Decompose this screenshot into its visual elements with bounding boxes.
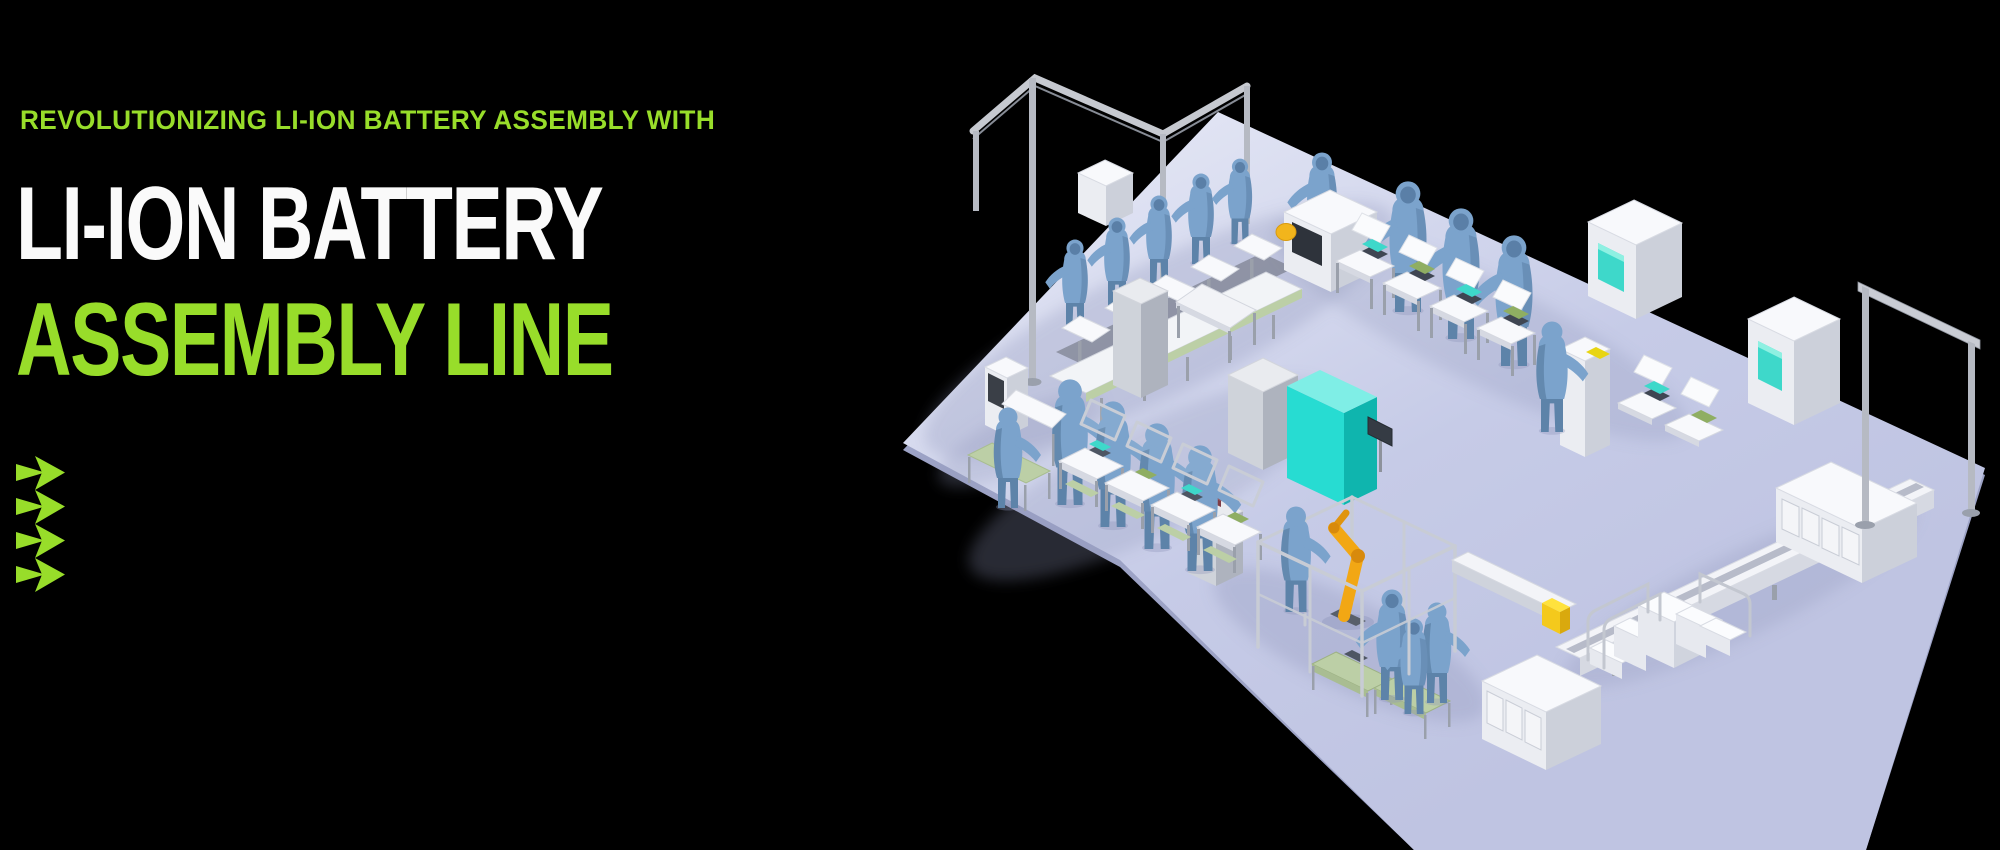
hero-eyebrow: REVOLUTIONIZING LI-ION BATTERY ASSEMBLY … <box>20 105 716 135</box>
work-table <box>1175 283 1257 363</box>
rear-end-machine <box>1076 159 1135 226</box>
yellow-tote <box>1586 347 1610 359</box>
equipment-cabinet-teal-screen-1 <box>1586 199 1684 319</box>
equipment-cabinet-teal-screen-2 <box>1746 296 1842 425</box>
right-conveyor-stations <box>1334 212 1537 376</box>
yellow-end-stop <box>1542 598 1570 612</box>
page-title-line-1: LI-ION BATTERY <box>16 166 604 282</box>
robot-cell <box>1256 495 1470 739</box>
gray-cabinet-tall <box>1111 277 1170 398</box>
right-gantry-frame <box>1855 281 1981 529</box>
right-conveyor-stations-lower <box>1616 354 1725 447</box>
page-title-line-2: ASSEMBLY LINE <box>16 282 614 398</box>
storage-cabinets-rear <box>1774 461 1919 583</box>
storage-cabinets-front <box>1480 654 1603 770</box>
monitor-on-pole <box>1367 416 1393 472</box>
stair-crossover <box>1586 571 1752 679</box>
front-bench-row <box>1057 398 1265 573</box>
cell-outfeed-conveyor <box>1450 551 1578 634</box>
yellow-dome-fixture <box>1275 223 1297 241</box>
